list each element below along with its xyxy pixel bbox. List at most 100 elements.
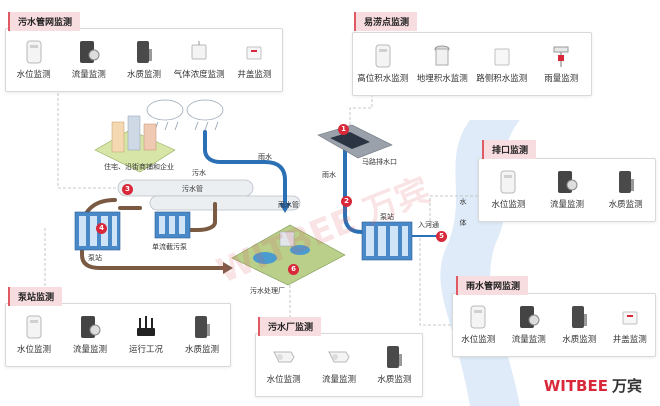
device-label: 流量监测 [549,200,584,210]
device-label: 雨量监测 [544,74,579,84]
device-item: 水质监测 [174,314,230,355]
device-label: 运行工况 [128,345,163,355]
panel-title-rain-network: 雨水管网监测 [456,276,529,295]
buried-sensor-icon [414,43,470,69]
device-item: 路侧积水监测 [474,43,530,84]
device-label: 路侧积水监测 [476,74,528,84]
label-interception-pump: 单流截污泵 [152,243,187,251]
level-sensor-icon [480,169,536,195]
level-sensor-icon [6,39,62,65]
label-rain-2: 雨水 [322,171,336,179]
gas-detector-icon [171,39,227,65]
device-label: 水位监测 [491,200,526,210]
device-item: 井盖监测 [602,304,658,345]
device-label: 井盖监测 [612,335,647,345]
device-item: 地埋积水监测 [414,43,470,84]
device-item: 井盖监测 [226,39,282,80]
label-river: 水体 [459,198,467,240]
panel-treatment-plant: 水位监测 流量监测 水质监测 [255,333,423,397]
flow-meter-icon [61,39,117,65]
label-rain: 雨水 [258,153,272,161]
device-label: 水质监测 [126,70,161,80]
panel-sewage-network: 水位监测 流量监测 水质监测气体浓度监测井盖监测 [5,28,283,92]
device-item: 水位监测 [256,344,312,385]
treatment-plant [231,224,346,286]
label-pump-station-2: 泵站 [380,213,394,221]
flow-meter-icon [62,314,118,340]
panel-outfall: 水位监测 流量监测 水质监测 [478,158,656,222]
panel-pump-station: 水位监测 流量监测 运行工况 水质监测 [5,303,231,367]
rain-gauge-icon [533,43,589,69]
device-item: 水质监测 [116,39,172,80]
device-item: 流量监测 [311,344,367,385]
device-item: 流量监测 [501,304,557,345]
marker-1: 1 [338,124,349,135]
device-label: 地埋积水监测 [416,74,468,84]
panel-title-treatment-plant: 污水厂监测 [258,317,322,336]
quality-sensor-icon [366,344,422,370]
device-label: 水位监测 [16,70,51,80]
device-label: 流量监测 [72,345,107,355]
panel-title-pump-station: 泵站监测 [8,287,63,306]
device-label: 水质监测 [562,335,597,345]
device-item: 雨量监测 [533,43,589,84]
sewage-flow [80,198,227,270]
flow-meter-icon [539,169,595,195]
quality-sensor-icon [116,39,172,65]
device-label: 流量监测 [71,70,106,80]
rain-pipe [149,195,301,211]
marker-4: 4 [96,223,107,234]
label-pump-station: 泵站 [88,254,102,262]
device-label: 水位监测 [266,375,301,385]
rain-drops [154,121,219,131]
manhole-sensor-icon [226,39,282,65]
device-item: 气体浓度监测 [171,39,227,80]
device-item: 流量监测 [539,169,595,210]
quality-sensor-icon [598,169,654,195]
label-residential: 住宅、沿街商铺和企业 [104,163,174,171]
radar-sensor-icon [256,344,312,370]
quality-sensor-icon [174,314,230,340]
device-label: 水位监测 [461,335,496,345]
device-label: 流量监测 [511,335,546,345]
device-item: 水位监测 [6,39,62,80]
interception-pump [154,211,191,239]
label-rain-pipe: 雨水管 [278,201,299,209]
level-sensor-icon [450,304,506,330]
panel-title-sewage-network: 污水管网监测 [8,12,81,31]
device-label: 水质监测 [184,345,219,355]
residential-buildings [94,115,176,173]
panel-title-outfall: 排口监测 [482,140,537,159]
device-label: 流量监测 [321,375,356,385]
device-item: 水质监测 [366,344,422,385]
level-sensor-icon [6,314,62,340]
device-item: 水质监测 [551,304,607,345]
device-item: 水位监测 [6,314,62,355]
device-item: 水质监测 [598,169,654,210]
panel-rain-network: 水位监测 流量监测 水质监测 井盖监测 [452,293,656,357]
radar-sensor-icon [311,344,367,370]
panel-title-flood-points: 易涝点监测 [354,12,418,31]
router-icon [118,314,174,340]
device-label: 水质监测 [377,375,412,385]
label-treatment-plant: 污水处理厂 [250,287,285,295]
label-into-river: 入河通 [418,221,439,229]
label-sewage-pipe: 污水管 [182,185,203,193]
manhole-sensor-icon [602,304,658,330]
device-item: 水位监测 [480,169,536,210]
device-label: 水位监测 [16,345,51,355]
device-label: 井盖监测 [237,70,272,80]
marker-5: 5 [436,231,447,242]
pump-station-right [361,221,413,261]
device-label: 高位积水监测 [357,74,409,84]
road-drain-outlet [317,124,393,159]
flow-meter-icon [501,304,557,330]
rain-clouds [146,99,224,121]
marker-6: 6 [288,264,299,275]
device-item: 流量监测 [62,314,118,355]
device-label: 水质监测 [608,200,643,210]
device-item: 运行工况 [118,314,174,355]
panel-flood-points: 高位积水监测地埋积水监测路侧积水监测 雨量监测 [352,32,592,96]
